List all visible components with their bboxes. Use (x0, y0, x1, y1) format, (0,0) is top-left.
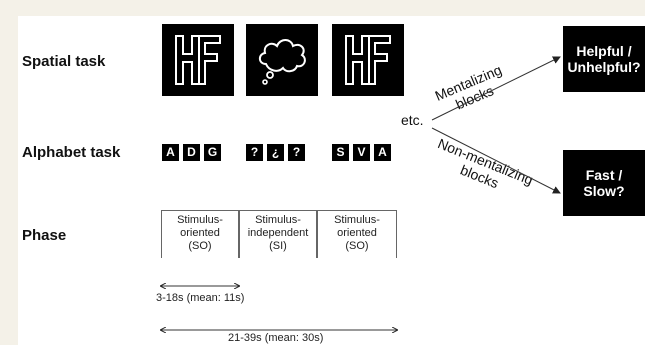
hf-outline-icon (162, 24, 234, 96)
phase-line: Stimulus- (334, 214, 380, 226)
phase-box-si: Stimulus- independent (SI) (239, 210, 317, 258)
phase-line: (SO) (188, 240, 212, 252)
letter-tile: ? (246, 144, 263, 161)
result-line: Helpful / (576, 43, 632, 59)
hf-outline-icon (332, 24, 404, 96)
letter-tile: V (353, 144, 370, 161)
letter-tile: A (374, 144, 391, 161)
result-line: Unhelpful? (567, 59, 641, 75)
row-label-spatial: Spatial task (22, 53, 106, 70)
thought-bubble-icon (246, 24, 318, 96)
phase-line: oriented (337, 227, 377, 239)
row-label-phase: Phase (22, 227, 67, 244)
timing-label-block: 21-39s (mean: 30s) (228, 332, 324, 344)
result-box-helpful: Helpful / Unhelpful? (563, 26, 645, 92)
row-label-alphabet: Alphabet task (22, 144, 121, 161)
phase-line: (SI) (269, 240, 287, 252)
phase-line: Stimulus- (255, 214, 301, 226)
phase-line: (SO) (345, 240, 369, 252)
letter-group-3: S V A (332, 144, 391, 161)
letter-group-1: A D G (162, 144, 221, 161)
letter-tile: G (204, 144, 221, 161)
result-line: Fast / (585, 167, 623, 183)
result-box-fast-slow: Fast / Slow? (563, 150, 645, 216)
letter-tile: D (183, 144, 200, 161)
phase-line: independent (247, 227, 309, 239)
etc-label: etc. (401, 112, 424, 128)
result-line: Slow? (583, 183, 625, 199)
letter-tile: ¿ (267, 144, 284, 161)
timing-label-phase: 3-18s (mean: 11s) (156, 292, 245, 304)
phase-box-so-1: Stimulus- oriented (SO) (161, 210, 239, 258)
letter-tile: S (332, 144, 349, 161)
phase-box-so-2: Stimulus- oriented (SO) (317, 210, 397, 258)
phase-line: Stimulus- (177, 214, 223, 226)
letter-tile: ? (288, 144, 305, 161)
letter-tile: A (162, 144, 179, 161)
phase-line: oriented (180, 227, 220, 239)
letter-group-2: ? ¿ ? (246, 144, 305, 161)
